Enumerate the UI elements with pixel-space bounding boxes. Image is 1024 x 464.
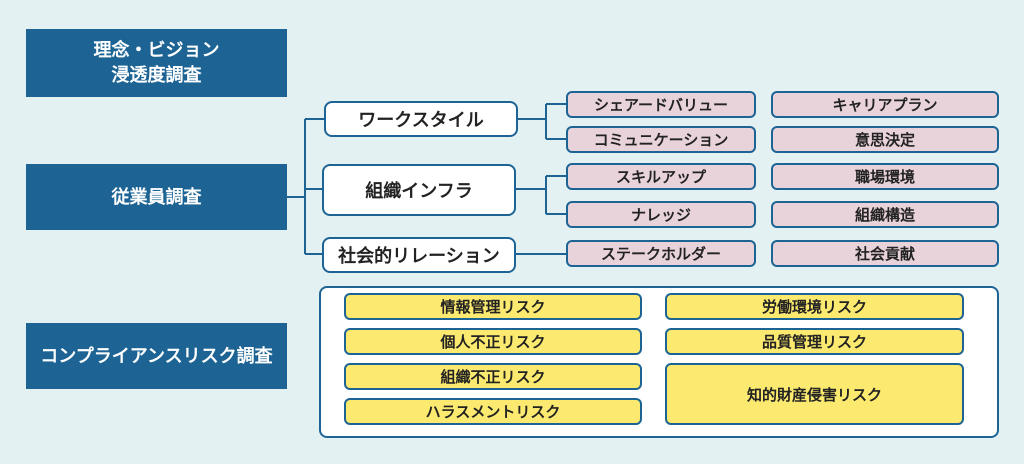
philosophy-line2: 浸透度調査 bbox=[111, 65, 202, 86]
stakeholder-item: ステークホルダー bbox=[566, 240, 756, 267]
personal-risk-label: 個人不正リスク bbox=[440, 333, 546, 351]
workstyle-box: ワークスタイル bbox=[324, 101, 518, 137]
career-label: キャリアプラン bbox=[832, 96, 938, 114]
knowledge-item: ナレッジ bbox=[566, 201, 756, 228]
labor-risk-item: 労働環境リスク bbox=[665, 293, 964, 320]
contribution-item: 社会貢献 bbox=[771, 240, 999, 267]
employee-survey-box: 従業員調査 bbox=[26, 164, 287, 230]
ip-risk-item: 知的財産侵害リスク bbox=[665, 363, 964, 425]
labor-risk-label: 労働環境リスク bbox=[761, 298, 867, 316]
org-risk-item: 組織不正リスク bbox=[344, 363, 642, 390]
philosophy-survey-box: 理念・ビジョン 浸透度調査 bbox=[26, 29, 287, 97]
quality-risk-label: 品質管理リスク bbox=[761, 333, 867, 351]
info-risk-label: 情報管理リスク bbox=[440, 298, 546, 316]
share-value-label: シェアードバリュー bbox=[593, 96, 729, 114]
org-risk-label: 組織不正リスク bbox=[440, 368, 546, 386]
personal-risk-item: 個人不正リスク bbox=[344, 328, 642, 355]
quality-risk-item: 品質管理リスク bbox=[665, 328, 964, 355]
harassment-risk-label: ハラスメントリスク bbox=[425, 403, 561, 421]
knowledge-label: ナレッジ bbox=[630, 206, 691, 224]
communication-item: コミュニケーション bbox=[566, 126, 756, 153]
workplace-item: 職場環境 bbox=[771, 163, 999, 190]
workplace-label: 職場環境 bbox=[854, 168, 915, 186]
contribution-label: 社会貢献 bbox=[854, 245, 915, 263]
info-risk-item: 情報管理リスク bbox=[344, 293, 642, 320]
philosophy-line1: 理念・ビジョン bbox=[93, 40, 220, 61]
workstyle-label: ワークスタイル bbox=[358, 110, 484, 131]
infra-box: 組織インフラ bbox=[322, 164, 516, 216]
decision-item: 意思決定 bbox=[771, 126, 999, 153]
compliance-survey-label: コンプライアンスリスク調査 bbox=[40, 345, 273, 367]
org-structure-label: 組織構造 bbox=[854, 206, 915, 224]
share-value-item: シェアードバリュー bbox=[566, 91, 756, 118]
infra-label: 組織インフラ bbox=[365, 181, 473, 202]
relations-box: 社会的リレーション bbox=[322, 237, 516, 273]
stakeholder-label: ステークホルダー bbox=[600, 245, 721, 263]
harassment-risk-item: ハラスメントリスク bbox=[344, 398, 642, 425]
career-item: キャリアプラン bbox=[771, 91, 999, 118]
relations-label: 社会的リレーション bbox=[338, 246, 500, 267]
skillup-item: スキルアップ bbox=[566, 163, 756, 190]
org-structure-item: 組織構造 bbox=[771, 201, 999, 228]
compliance-survey-box: コンプライアンスリスク調査 bbox=[26, 323, 287, 389]
employee-survey-label: 従業員調査 bbox=[111, 186, 202, 208]
decision-label: 意思決定 bbox=[854, 131, 915, 149]
ip-risk-label: 知的財産侵害リスク bbox=[746, 385, 882, 404]
skillup-label: スキルアップ bbox=[615, 168, 706, 186]
communication-label: コミュニケーション bbox=[593, 131, 729, 149]
